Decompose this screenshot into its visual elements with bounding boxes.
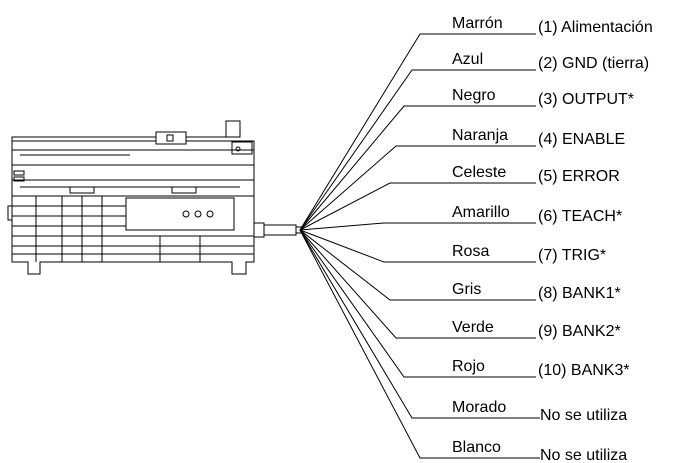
wire-signal-label: (3) OUTPUT* [538, 91, 634, 108]
wire-signal-label: (9) BANK2* [538, 323, 621, 340]
wire-signal-label: (6) TEACH* [538, 208, 622, 225]
wire-color-label: Rosa [452, 243, 489, 260]
wire-color-label: Amarillo [452, 204, 510, 221]
wire-color-label: Blanco [452, 439, 501, 456]
wire-signal-label: (1) Alimentación [538, 19, 653, 36]
wire-line [299, 33, 536, 231]
wire-color-label: Celeste [452, 164, 506, 181]
wire-line [299, 69, 536, 231]
wire-signal-label: (5) ERROR [538, 168, 620, 185]
wire-color-label: Negro [452, 87, 496, 104]
wire-line [299, 105, 536, 231]
wire-line [299, 182, 536, 231]
wire-signal-label: (7) TRIG* [538, 247, 606, 264]
wire-signal-label: No se utiliza [540, 447, 627, 463]
wire-color-label: Naranja [452, 127, 508, 144]
wire-signal-label: No se utiliza [540, 407, 627, 424]
wire-color-label: Rojo [452, 358, 485, 375]
wire-color-label: Verde [452, 319, 494, 336]
wire-color-label: Morado [452, 399, 506, 416]
amplifier-unit [7, 120, 304, 275]
wire-line [299, 229, 540, 459]
wire-line [299, 222, 536, 231]
wire-signal-label: (10) BANK3* [538, 362, 630, 379]
wire-line [299, 145, 536, 231]
wire-color-label: Gris [452, 281, 481, 298]
wire-signal-label: (8) BANK1* [538, 285, 621, 302]
wire-line [299, 229, 536, 263]
wire-signal-label: (4) ENABLE [538, 131, 625, 148]
wire-signal-label: (2) GND (tierra) [538, 55, 649, 72]
wire-line [299, 229, 536, 301]
wire-line [299, 229, 540, 419]
wire-line [299, 229, 536, 339]
wire-line [299, 229, 536, 378]
wire-color-label: Azul [452, 51, 483, 68]
wire-group [299, 33, 540, 459]
wire-color-label: Marrón [452, 15, 503, 32]
